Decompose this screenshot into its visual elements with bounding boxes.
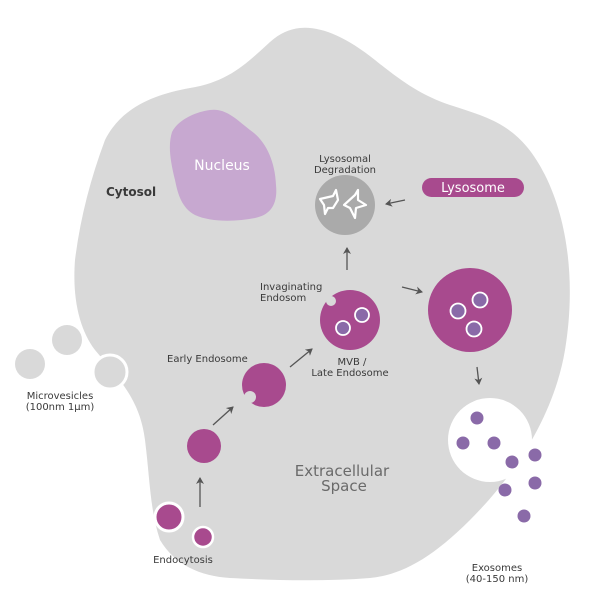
invaginating-endosome-label-1: Invaginating	[260, 282, 322, 293]
mvb-late-endosome	[320, 290, 380, 350]
microvesicles-label-2: (100nm 1µm)	[26, 402, 95, 413]
exosome	[498, 483, 512, 497]
endocytosis-bud-2	[191, 525, 215, 549]
microvesicle-3	[91, 353, 129, 391]
exosome	[505, 455, 519, 469]
arrow-lysosome-to-degradation	[385, 198, 406, 207]
exosome	[487, 436, 501, 450]
intraluminal-vesicle	[354, 307, 370, 323]
exosomes-label-2: (40-150 nm)	[466, 574, 529, 585]
arrow-vesicle-to-early	[212, 406, 234, 426]
exosome	[470, 411, 484, 425]
early-endosome-invagination	[244, 391, 256, 403]
microvesicle-2	[52, 325, 82, 355]
intraluminal-vesicle	[471, 291, 489, 309]
endocytosis-label: Endocytosis	[153, 555, 213, 566]
lysosome-label: Lysosome	[441, 181, 505, 196]
mvb-fusing	[428, 268, 512, 352]
extracellular-space-label-1: Extracellular	[295, 462, 390, 480]
lysosomal-degradation-label-2: Degradation	[314, 165, 376, 176]
exosome	[528, 476, 542, 490]
microvesicles-label-1: Microvesicles	[27, 391, 94, 402]
nucleus	[169, 109, 277, 221]
early-endosome-label: Early Endosome	[167, 354, 248, 365]
exosome	[528, 448, 542, 462]
arrow-mvb-to-fusion	[401, 286, 423, 295]
exosome	[517, 509, 531, 523]
fragment-icon-1	[318, 188, 340, 216]
lysosomal-degradation-label-1: Lysosomal	[319, 154, 371, 165]
lysosome-badge	[422, 178, 524, 197]
exosome	[456, 436, 470, 450]
mvb-invagination	[326, 296, 336, 306]
nucleus-label: Nucleus	[194, 158, 250, 174]
endocytic-vesicle	[187, 429, 221, 463]
cytosol-label: Cytosol	[106, 185, 156, 199]
mvb-label-1: MVB /	[338, 357, 368, 368]
intraluminal-vesicle	[335, 320, 351, 336]
arrow-to-exosomes	[474, 366, 483, 385]
intraluminal-vesicle	[449, 302, 467, 320]
extracellular-space-label-2: Space	[321, 477, 367, 495]
exosomes-label-1: Exosomes	[472, 563, 522, 574]
invaginating-endosome-label-2: Endosom	[260, 293, 306, 304]
arrow-early-to-mvb	[289, 348, 313, 368]
intraluminal-vesicle	[465, 320, 483, 338]
microvesicle-1	[15, 349, 45, 379]
mvb-label-2: Late Endosome	[311, 368, 388, 379]
endocytosis-bud-1	[153, 501, 185, 533]
fragment-icon-2	[342, 188, 368, 220]
